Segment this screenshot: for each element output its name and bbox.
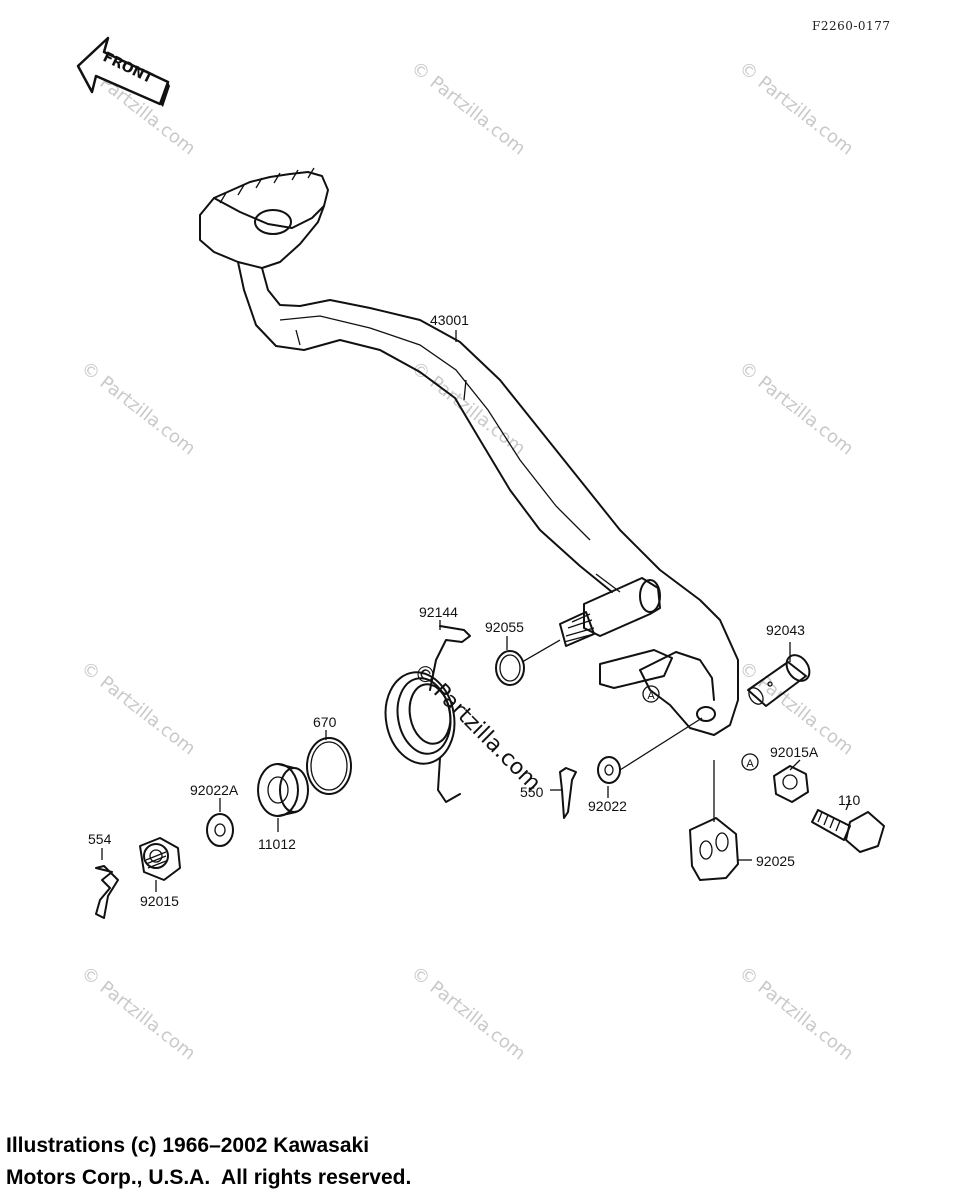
diagram-code: F2260-0177 [812,19,890,33]
label-92022: 92022 [588,798,627,814]
leader-lines [101,330,851,892]
reference-marker-a: A [642,685,660,703]
label-92015a: 92015A [770,744,819,760]
front-arrow-icon: FRONT [76,36,170,107]
seal-11012 [257,763,309,817]
brake-pedal-43001 [199,167,739,736]
svg-text:A: A [746,758,754,770]
label-550: 550 [520,784,544,800]
label-11012: 11012 [258,836,296,852]
label-43001: 43001 [430,312,469,328]
label-670: 670 [313,714,337,730]
watermark: © Partzilla.com [735,57,857,159]
o-ring-92055 [495,650,525,686]
label-554: 554 [88,831,112,847]
label-92022a: 92022A [190,782,239,798]
nut-92015 [139,837,181,881]
label-92015: 92015 [140,893,179,909]
watermark: © Partzilla.com [735,962,857,1064]
label-92025: 92025 [756,853,795,869]
bolt-110 [811,809,885,853]
watermark: © Partzilla.com [407,962,529,1064]
watermarks: © Partzilla.com © Partzilla.com © Partzi… [77,57,857,1064]
return-spring-92144 [384,625,471,803]
label-92144: 92144 [419,604,458,620]
label-110: 110 [838,792,861,808]
label-92055: 92055 [485,619,524,635]
joint-92025 [689,817,739,881]
footer-line-2: Motors Corp., U.S.A. All rights reserved… [6,1166,412,1189]
washer-92022 [597,756,621,784]
watermark: © Partzilla.com [407,57,529,159]
part-labels: 43001 92144 92055 92043 670 92015A 92022… [88,312,861,909]
o-ring-670 [306,737,352,795]
footer-line-1: Illustrations (c) 1966–2002 Kawasaki [6,1134,370,1157]
watermark: © Partzilla.com [77,962,199,1064]
copyright-footer: Illustrations (c) 1966–2002 Kawasaki Mot… [6,1130,411,1194]
label-92043: 92043 [766,622,805,638]
reference-marker-a: A [741,753,759,771]
washer-92022a [206,813,234,847]
watermark: © Partzilla.com [735,357,857,459]
nut-92015a [773,765,809,803]
svg-text:A: A [647,690,655,702]
watermark: © Partzilla.com [77,657,199,759]
clip-554 [95,865,119,919]
watermark: © Partzilla.com [407,357,529,459]
cotter-pin-550 [559,767,577,819]
watermark: © Partzilla.com [77,357,199,459]
